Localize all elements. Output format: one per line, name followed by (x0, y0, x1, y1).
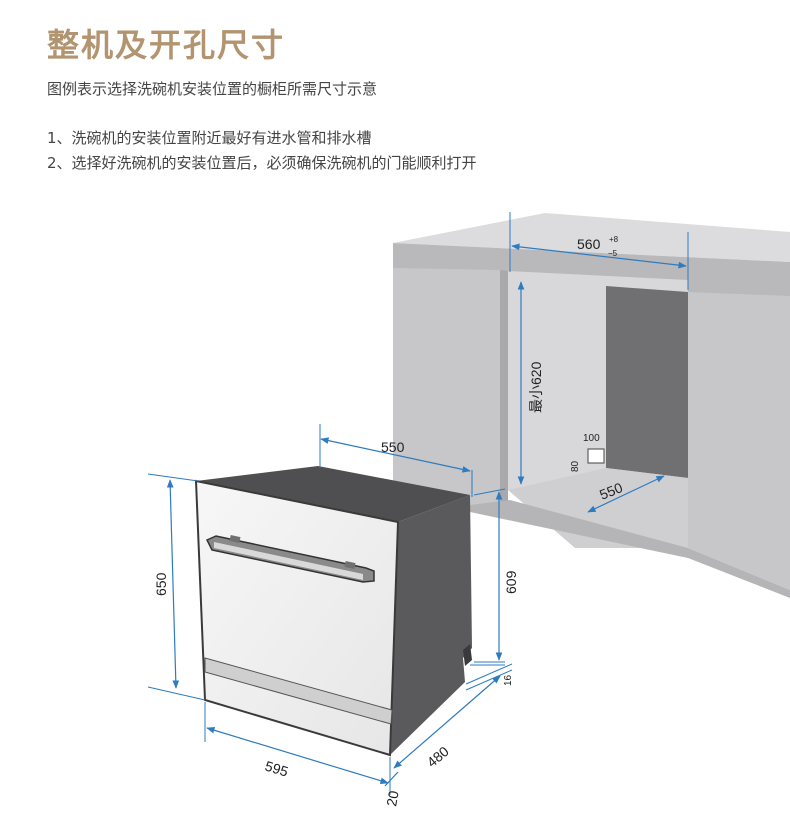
dishwasher-side (390, 495, 472, 755)
right-cabinet-panel (688, 292, 790, 590)
side-height-label: 609 (503, 570, 519, 594)
door-thickness-line (384, 771, 399, 787)
cabinet-dimensions: 560 +8 −5 最小620 550 100 80 (509, 212, 689, 513)
note-item: 1、洗碗机的安装位置附近最好有进水管和排水槽 (47, 129, 372, 147)
door-thickness-label: 20 (383, 789, 401, 807)
cabinet-depth-line (587, 475, 665, 513)
pipe-hole-width-label: 100 (583, 433, 600, 444)
dishwasher (194, 466, 472, 757)
top-depth-line (320, 437, 471, 473)
door-handle[interactable] (205, 535, 375, 583)
dishwasher-foot-notch (463, 644, 472, 666)
countertop-top (393, 213, 790, 262)
height-label: 650 (153, 572, 169, 596)
left-cabinet-panel (393, 268, 500, 515)
pipe-hole-height-label: 80 (570, 460, 581, 472)
cabinet-plinth (470, 500, 790, 598)
recess-back-panel (606, 286, 688, 478)
pipe-hole (587, 448, 605, 464)
left-panel-edge (500, 270, 508, 517)
width-line (206, 726, 389, 785)
note-item: 2、选择好洗碗机的安装位置后，必须确保洗碗机的门能顺利打开 (47, 154, 477, 172)
height-line (166, 479, 180, 689)
dishwasher-top (196, 466, 470, 522)
opening-width-line (511, 243, 687, 269)
width-label: 595 (263, 758, 290, 780)
foot-height-label: 16 (503, 674, 514, 686)
body-depth-line (393, 675, 501, 769)
opening-width-label: 560 (577, 236, 601, 252)
opening-tol-minus: −5 (608, 249, 618, 258)
opening-tol-plus: +8 (609, 235, 619, 244)
page-subtitle: 图例表示选择洗碗机安装位置的橱柜所需尺寸示意 (47, 80, 378, 98)
page-title: 整机及开孔尺寸 (47, 26, 286, 64)
top-depth-label: 550 (381, 439, 405, 455)
door-kick-strip (204, 657, 393, 725)
installation-notes: 1、洗碗机的安装位置附近最好有进水管和排水槽 2、选择好洗碗机的安装位置后，必须… (47, 126, 477, 176)
body-depth-label: 480 (424, 743, 452, 770)
min-height-label: 最小620 (528, 361, 544, 413)
